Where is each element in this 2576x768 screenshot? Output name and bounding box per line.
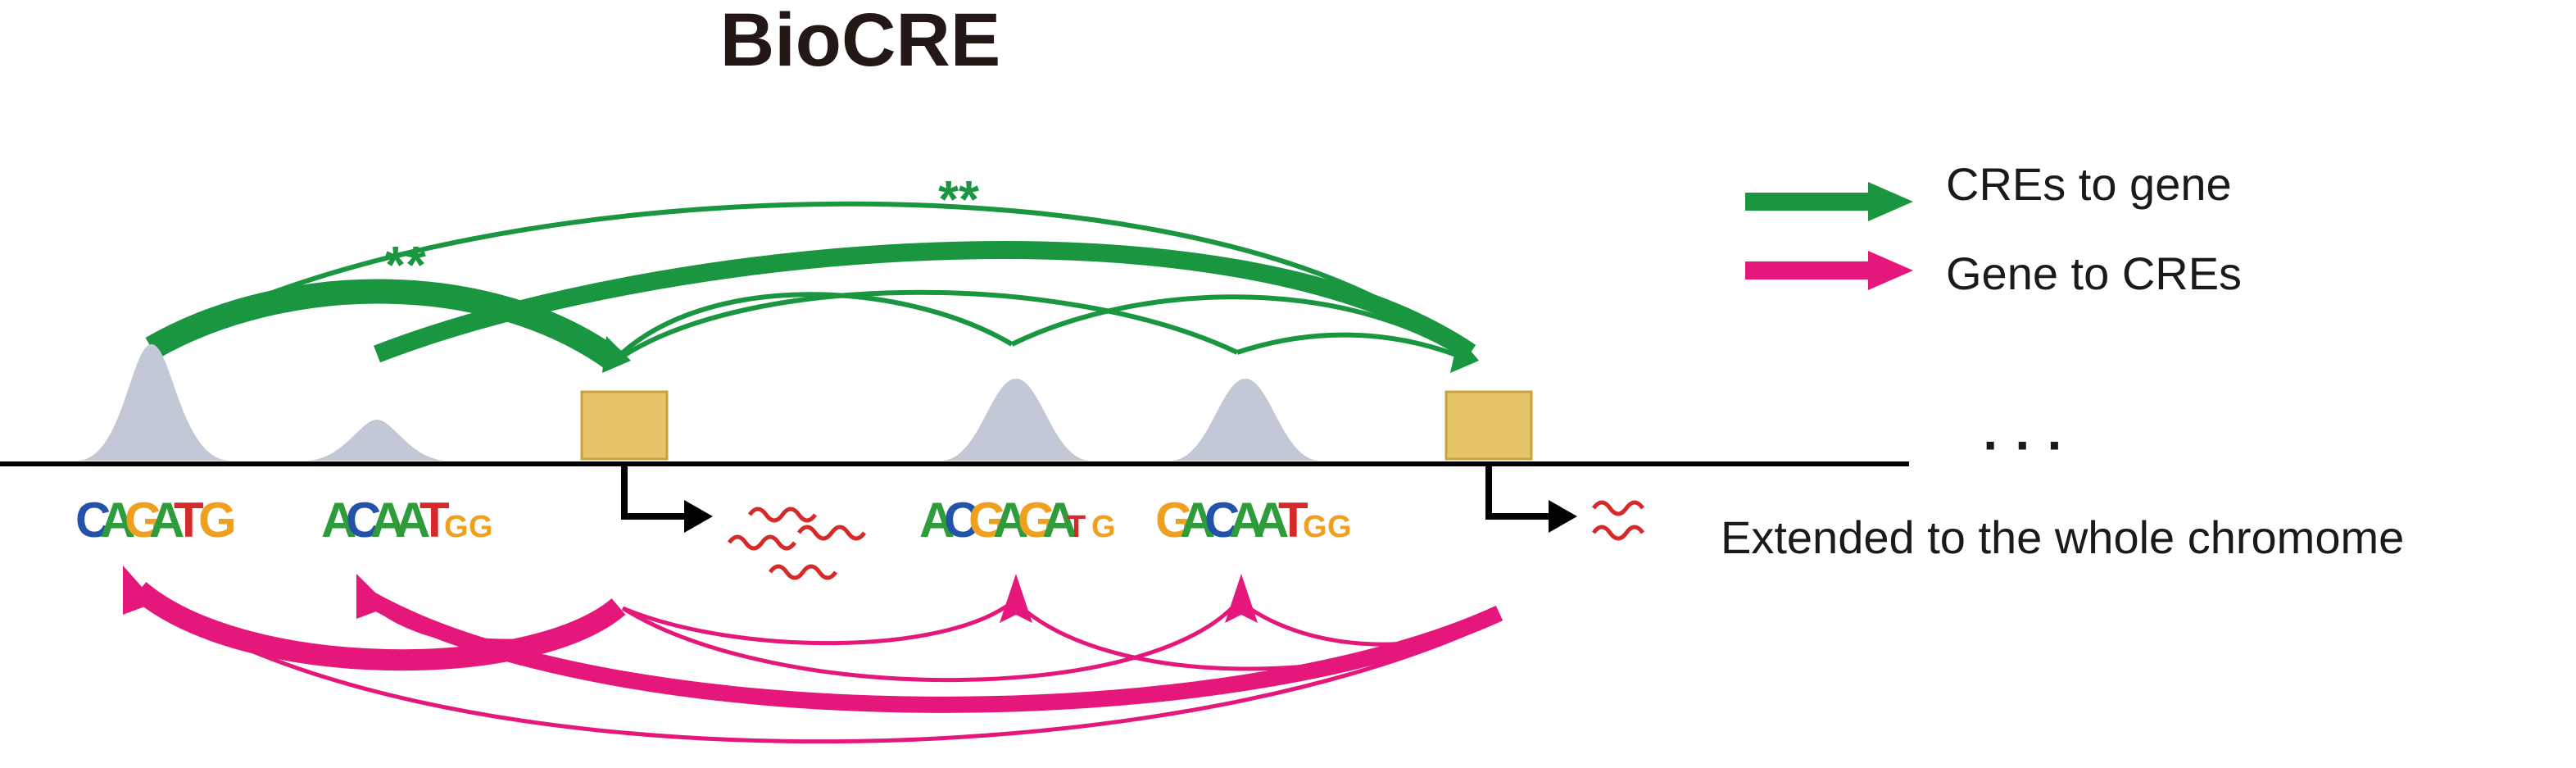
motif-letter: C	[944, 493, 979, 548]
motif-letter: A	[1180, 493, 1215, 548]
motif-letter: T	[1278, 493, 1308, 548]
motif-letter: G	[1155, 493, 1194, 548]
motif-letter: G	[1091, 510, 1116, 544]
tss-arrowhead-gene2	[1549, 500, 1577, 533]
motif-letter: G	[1018, 493, 1056, 548]
legend-cre-to-gene: CREs to gene	[1745, 158, 2232, 221]
motif-letter: A	[919, 493, 955, 548]
legend-green-arrowhead	[1868, 182, 1913, 221]
tss-arrow-gene2	[1485, 464, 1553, 520]
tss-arrow-gene1	[621, 464, 688, 520]
motif-letter: A	[395, 493, 430, 548]
magenta-arrowhead-peak5	[1225, 574, 1258, 623]
magenta-arc-gene1-to-peak4	[622, 601, 1014, 646]
motif-letter: A	[1229, 493, 1264, 548]
magenta-arc-gene1-to-peak2	[365, 595, 618, 648]
motif-letter: C	[75, 493, 111, 548]
gene-box-1	[580, 390, 669, 461]
motif-letter: G	[968, 493, 1007, 548]
motif-letter: T	[174, 493, 204, 548]
peaks	[78, 344, 1319, 461]
transcript-wave	[1591, 525, 1645, 541]
extension-note: Extended to the whole chromome	[1721, 511, 2404, 563]
green-arrowheads	[602, 336, 1479, 373]
magenta-arrowheads	[123, 566, 1258, 623]
motif-letter: G	[125, 493, 163, 548]
transcripts-gene2	[1591, 500, 1645, 541]
transcripts-gene1	[727, 507, 867, 580]
green-arc-peak4-to-gene1	[608, 292, 1014, 367]
transcript-wave	[727, 534, 797, 551]
green-arc-peak5-to-gene2	[1236, 332, 1472, 363]
motif-letter: A	[149, 493, 184, 548]
motif-letter: G	[444, 510, 469, 544]
magenta-arrowhead-peak4	[1000, 574, 1032, 623]
magenta-arc-gene2-to-peak5	[1240, 601, 1501, 647]
magenta-arrowhead-peak2	[356, 574, 389, 619]
significance-mark-right: **	[938, 170, 979, 229]
gene-to-cre-arcs	[132, 581, 1503, 744]
motif-letter: A	[100, 493, 135, 548]
motif-letter: G	[469, 510, 493, 544]
peak-2	[307, 420, 447, 461]
gene-box-2	[1444, 390, 1533, 461]
motif-letter: A	[993, 493, 1028, 548]
transcript-wave	[1591, 500, 1645, 516]
transcript-wave	[747, 507, 818, 523]
motif-letter: A	[1254, 493, 1289, 548]
tss-arrowhead-gene1	[684, 500, 713, 533]
magenta-arc-gene1-to-peak5	[621, 601, 1239, 683]
motif-letter: G	[1327, 510, 1352, 544]
ellipsis: · · ·	[1983, 416, 2065, 475]
legend-gene-to-cre: Gene to CREs	[1745, 248, 2242, 299]
peak-1	[78, 344, 229, 461]
motif-letter: G	[198, 493, 237, 548]
motif-letter: C	[346, 493, 381, 548]
transcript-wave	[796, 525, 867, 541]
green-arc-peak1-to-gene1	[145, 279, 622, 371]
green-arc-peak1-to-gene2-thin	[162, 201, 1468, 359]
magenta-arc-gene2-to-peak4	[1014, 601, 1501, 671]
magenta-arrowhead-peak1	[123, 566, 156, 615]
legend-gene-to-cre-label: Gene to CREs	[1946, 248, 2242, 299]
motif-letter: G	[1303, 510, 1327, 544]
magenta-arc-gene2-to-peak1-thin	[138, 588, 1501, 744]
peak-5	[1172, 379, 1319, 461]
green-arc-peak2-to-gene2	[374, 241, 1476, 363]
green-arrowhead-gene1	[602, 336, 631, 373]
motif-letter: T	[420, 493, 450, 548]
diagram-title: BioCRE	[720, 0, 1000, 82]
motif-letter: A	[370, 493, 406, 548]
motif-letter: T	[1067, 510, 1086, 544]
legend: CREs to gene Gene to CREs	[1745, 158, 2242, 299]
significance-mark-left: **	[385, 235, 426, 294]
legend-cre-to-gene-label: CREs to gene	[1946, 158, 2232, 210]
cre-to-gene-arcs	[145, 201, 1476, 371]
green-arc-peak4-to-gene2	[1010, 294, 1472, 363]
peak-4	[942, 379, 1090, 461]
motif-letter: A	[321, 493, 356, 548]
tss-arrows	[621, 464, 1553, 520]
transcript-wave	[768, 564, 838, 580]
green-arc-peak5-to-gene1	[609, 289, 1239, 367]
motif-letter: C	[1204, 493, 1240, 548]
motif-letter: A	[1042, 493, 1077, 548]
legend-magenta-arrowhead	[1868, 251, 1913, 290]
green-arrowhead-gene2	[1450, 336, 1479, 373]
